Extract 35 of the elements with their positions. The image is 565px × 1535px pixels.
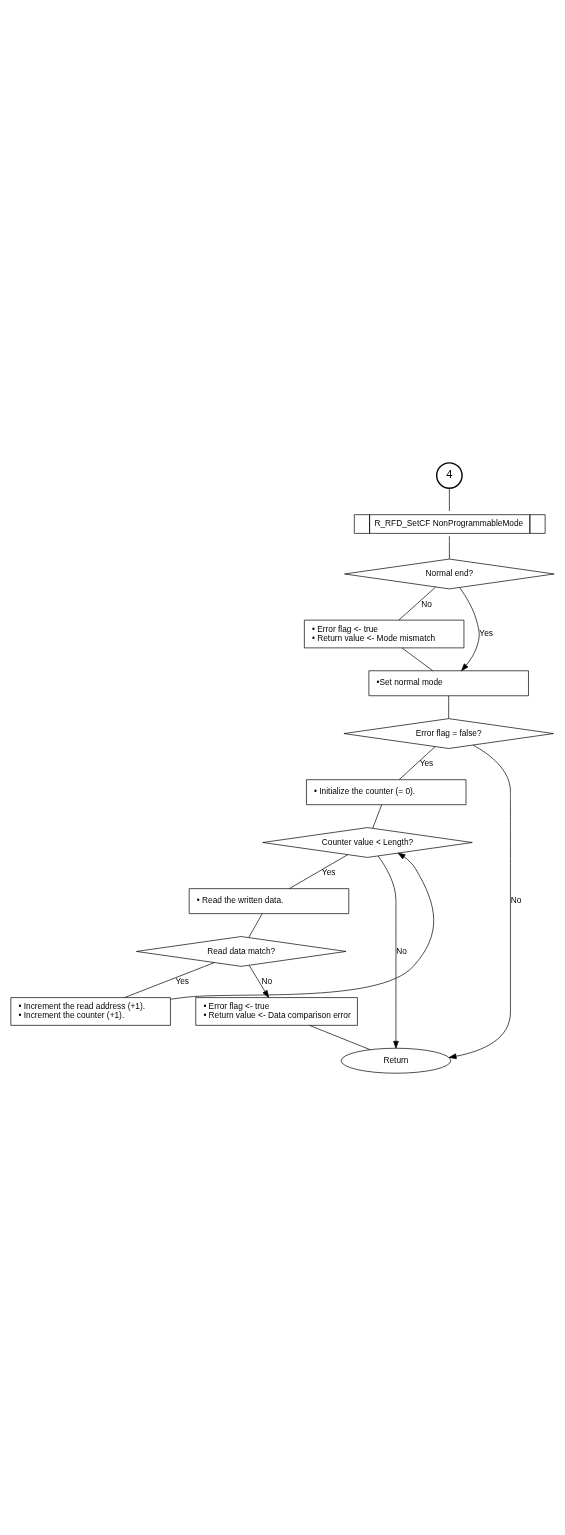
- edge-label: Yes: [175, 975, 190, 986]
- node-box: • Error flag <- true • Return value <- Mode mismatch: [304, 619, 465, 648]
- connector: [448, 694, 450, 719]
- arrow: [459, 586, 480, 671]
- node-box: • Increment the read address (+1). • Increment the counter (+1).: [10, 996, 171, 1026]
- node-box: • Initialize the counter (= 0).: [306, 778, 467, 805]
- node-ellipse: Return: [340, 1047, 452, 1074]
- edge-label: No: [396, 945, 407, 956]
- arrow: [248, 964, 269, 998]
- connector: [449, 535, 450, 559]
- edge-label: No: [510, 894, 522, 905]
- node-diamond: Read data match?: [136, 935, 347, 967]
- edge-label: No: [261, 975, 273, 986]
- connector: [288, 853, 349, 889]
- arrow: [170, 852, 435, 1000]
- connector: [248, 912, 263, 938]
- connector: [449, 487, 450, 511]
- arrow: [448, 744, 511, 1059]
- connector: [401, 647, 434, 671]
- edge-label: No: [421, 598, 432, 609]
- connector: [372, 803, 383, 829]
- edge-label: Yes: [479, 627, 493, 638]
- node-diamond: Normal end?: [344, 558, 555, 589]
- arrow: [377, 855, 399, 1049]
- edge-label: Yes: [419, 757, 434, 768]
- node-box: • Read the written data.: [188, 887, 350, 914]
- node-circle: 4: [436, 461, 463, 489]
- node-box: • Error flag <- true • Return value <- Data comparison error: [195, 996, 358, 1026]
- edge-label: Yes: [321, 866, 336, 877]
- connector: [398, 586, 436, 620]
- connector: [124, 961, 215, 998]
- connector: [309, 1024, 371, 1050]
- node-diamond: Error flag = false?: [343, 717, 554, 749]
- connector: [398, 745, 436, 780]
- node-box: •Set normal mode: [368, 669, 529, 696]
